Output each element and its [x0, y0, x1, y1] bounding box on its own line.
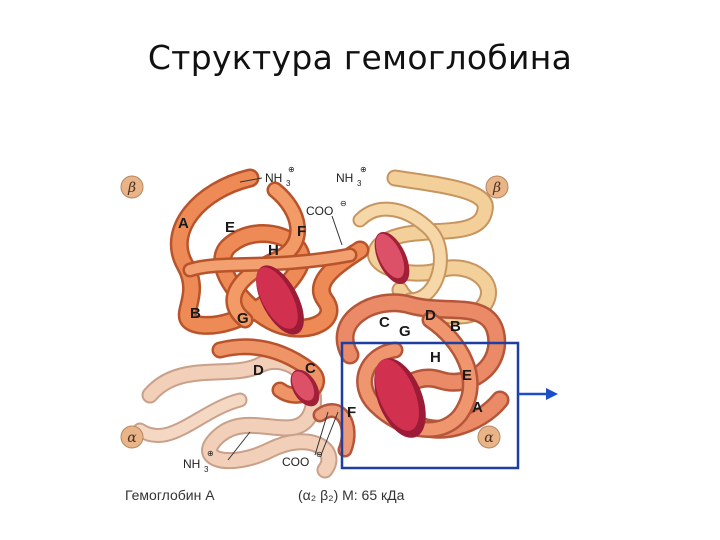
alpha-marker-label: α [127, 430, 137, 446]
helix-label: F [347, 404, 356, 421]
charge-plus: ⊕ [207, 449, 214, 458]
nh3-subscript: 3 [286, 179, 291, 188]
nh3-label: NH [183, 457, 200, 471]
heme-disc [291, 371, 315, 401]
helix-label: D [425, 307, 436, 324]
beta-marker-top-left [120, 175, 144, 199]
helix-label: B [190, 305, 201, 322]
beta-marker-label: β [492, 180, 501, 196]
helix-label: G [237, 310, 249, 327]
helix-label: H [430, 349, 441, 366]
helix-label: E [225, 219, 235, 236]
nh3-subscript: 3 [357, 179, 362, 188]
helix-label: G [399, 323, 411, 340]
helix-labels: A E F H B G D C C G D B H E A F [178, 215, 483, 421]
helix-label: A [178, 215, 189, 232]
beta-marker-top-right [485, 175, 509, 199]
hemoglobin-figure: β β α α NH 3 ⊕ NH 3 ⊕ COO ⊖ NH 3 ⊕ COO ⊖… [110, 150, 580, 530]
alpha-marker-label: α [484, 430, 494, 446]
heme-disc [256, 267, 298, 329]
heme-disc [375, 233, 405, 279]
caption-name: Гемоглобин А [125, 487, 215, 503]
helix-label: A [472, 399, 483, 416]
helix-label: D [253, 362, 264, 379]
hemoglobin-diagram: β β α α NH 3 ⊕ NH 3 ⊕ COO ⊖ NH 3 ⊕ COO ⊖… [120, 165, 558, 503]
arrow-right-icon [518, 388, 558, 400]
charge-minus: ⊖ [340, 199, 347, 208]
nh3-subscript: 3 [204, 465, 209, 474]
helix-label: F [297, 223, 306, 240]
alpha-marker-bottom-right [477, 425, 501, 449]
terminal-labels: NH 3 ⊕ NH 3 ⊕ COO ⊖ NH 3 ⊕ COO ⊖ [183, 165, 367, 474]
subunit-highlight-box [340, 341, 520, 470]
helix-label: H [268, 242, 279, 259]
subunit-markers: β β α α [120, 175, 509, 449]
helix-label: B [450, 318, 461, 335]
charge-plus: ⊕ [288, 165, 295, 174]
caption-formula: (α₂ β₂) M: 65 кДа [298, 487, 405, 503]
alpha-marker-bottom-left [120, 425, 144, 449]
nh3-label: NH [265, 171, 282, 185]
slide-title: Структура гемоглобина [147, 38, 573, 77]
coo-label: COO [306, 204, 333, 218]
beta-marker-label: β [127, 180, 136, 196]
charge-plus: ⊕ [360, 165, 367, 174]
helix-label: C [379, 314, 390, 331]
nh3-label: NH [336, 171, 353, 185]
heme-groups [256, 231, 426, 438]
coo-label: COO [282, 455, 309, 469]
alpha-chain-light [132, 352, 338, 479]
heme-disc [375, 359, 419, 431]
helix-label: C [305, 360, 316, 377]
charge-minus: ⊖ [316, 450, 323, 459]
helix-label: E [462, 367, 472, 384]
